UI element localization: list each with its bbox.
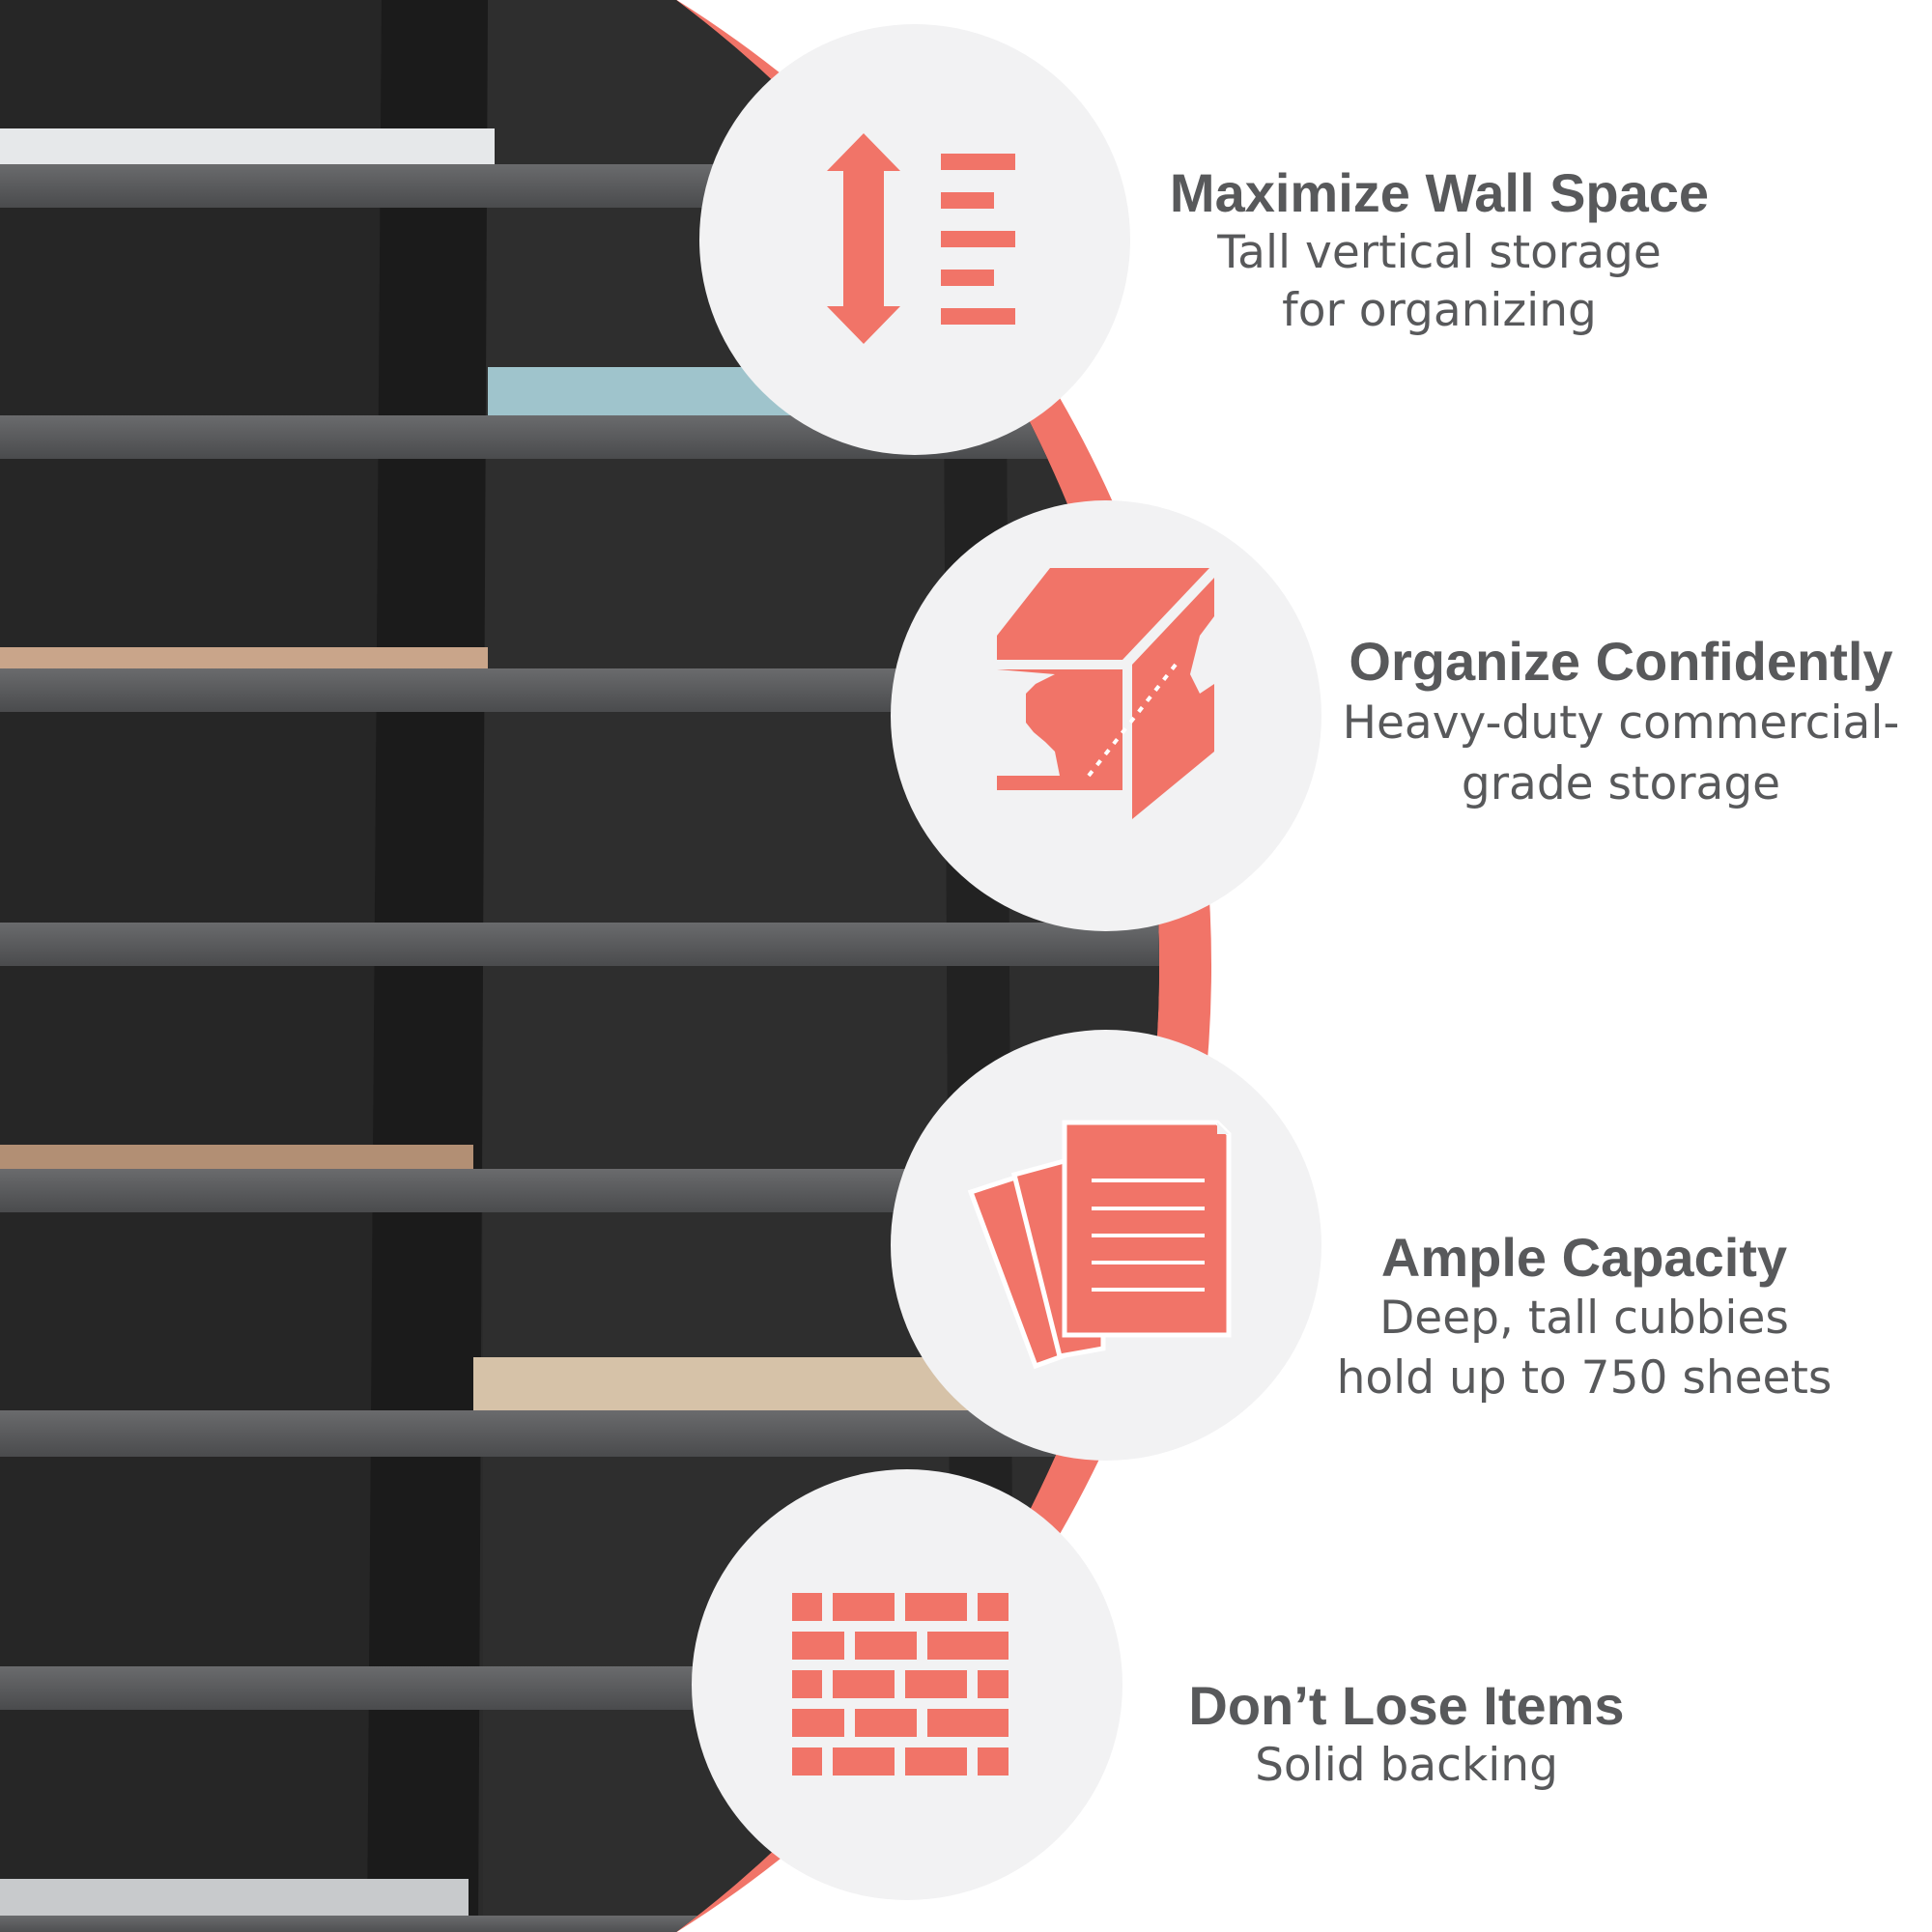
feature-title: Ample Capacity bbox=[1380, 1227, 1788, 1288]
feature-text-lose-items: Don’t Lose Items Solid backing bbox=[1155, 1675, 1658, 1795]
feature-title: Don’t Lose Items bbox=[1188, 1675, 1625, 1736]
paper-stack-icon bbox=[967, 1120, 1232, 1370]
vertical-space-icon bbox=[827, 133, 1015, 344]
feature-title: Maximize Wall Space bbox=[1169, 162, 1710, 223]
feature-description: Tall vertical storage for organizing bbox=[1140, 224, 1739, 340]
brick-wall-icon bbox=[792, 1593, 1009, 1776]
feature-description-line: Solid backing bbox=[1255, 1739, 1558, 1792]
feature-description-line: hold up to 750 sheets bbox=[1336, 1351, 1833, 1405]
shelf bbox=[0, 1410, 1159, 1457]
shelf bbox=[0, 923, 1159, 966]
feature-circle-wall-space bbox=[699, 24, 1130, 455]
feature-circle-confidently bbox=[891, 500, 1321, 931]
steel-beam-icon bbox=[997, 568, 1214, 819]
feature-description: Solid backing bbox=[1155, 1737, 1658, 1795]
feature-description: Heavy-duty commercial- grade storage bbox=[1331, 693, 1911, 814]
feature-description-line: Tall vertical storage bbox=[1217, 226, 1662, 279]
feature-description: Deep, tall cubbies hold up to 750 sheets bbox=[1333, 1289, 1835, 1408]
feature-circle-capacity bbox=[891, 1030, 1321, 1461]
feature-description-line: Heavy-duty commercial- bbox=[1342, 696, 1900, 750]
feature-title: Organize Confidently bbox=[1349, 631, 1893, 692]
feature-text-confidently: Organize Confidently Heavy-duty commerci… bbox=[1331, 631, 1911, 814]
feature-description-line: grade storage bbox=[1461, 757, 1781, 810]
feature-text-wall-space: Maximize Wall Space Tall vertical storag… bbox=[1140, 162, 1739, 340]
feature-description-line: for organizing bbox=[1282, 284, 1597, 337]
feature-circle-lose-items bbox=[692, 1469, 1122, 1900]
feature-description-line: Deep, tall cubbies bbox=[1379, 1292, 1789, 1345]
feature-text-capacity: Ample Capacity Deep, tall cubbies hold u… bbox=[1333, 1227, 1835, 1408]
shelf bbox=[0, 1916, 1159, 1932]
